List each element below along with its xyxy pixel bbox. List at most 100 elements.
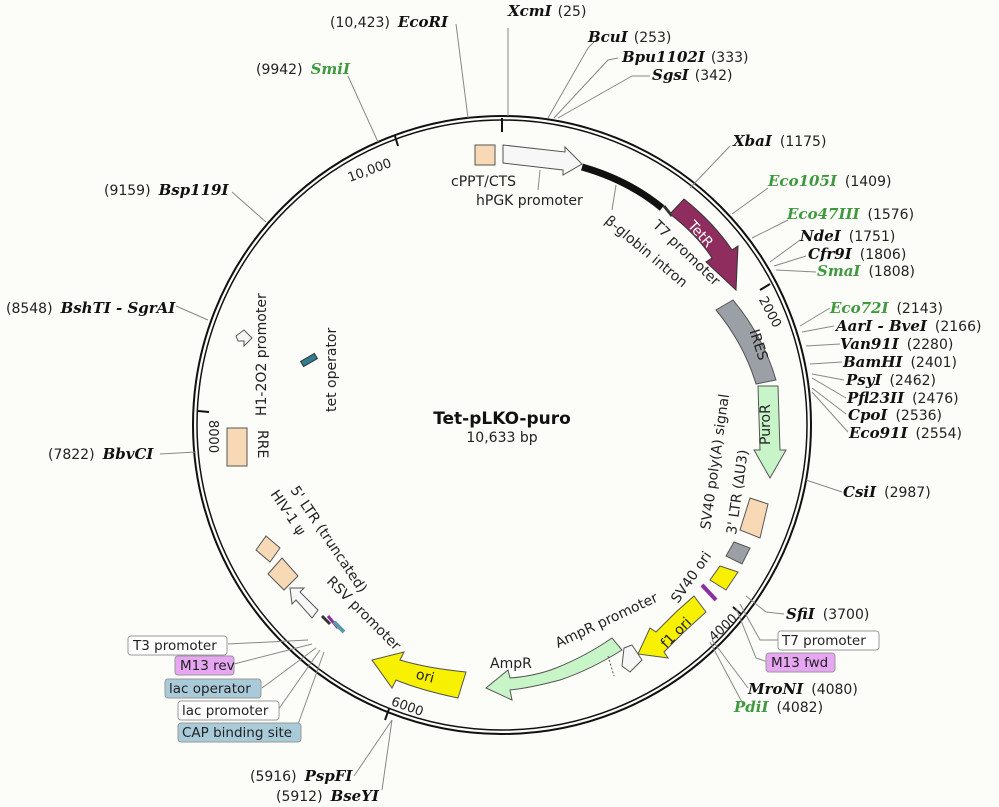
site-eco72i: Eco72I(2143)	[829, 299, 943, 317]
leader-bbvci	[159, 451, 197, 455]
box-m13-fwd	[765, 652, 836, 673]
site-eco47iii: Eco47III(1576)	[786, 205, 914, 223]
tick-10000	[394, 135, 399, 147]
site-bcui: BcuI(253)	[587, 28, 671, 46]
site-eco91i: Eco91I(2554)	[848, 424, 962, 442]
feature-5ltr	[267, 557, 299, 591]
feature-tetr	[669, 198, 739, 292]
leader-smai	[775, 269, 817, 273]
box-lac-operator	[164, 678, 262, 699]
site-mroni: MroNI(4080)	[747, 680, 858, 698]
feature-h1-promoter	[235, 329, 253, 348]
tick-label-10000: 10,000	[346, 156, 394, 186]
box-lac-promoter	[177, 700, 280, 721]
box-t7-promoter-label: T7 promoter	[781, 633, 866, 649]
label-h1-promoter: H1-2O2 promoter	[254, 293, 270, 416]
leader-mroni	[711, 639, 749, 689]
site-xbai: XbaI(1175)	[732, 132, 826, 150]
leader-bshti	[175, 305, 209, 321]
tick-8000	[197, 410, 210, 413]
box-lac-operator-label: lac operator	[169, 681, 251, 697]
leader-hpgk	[537, 169, 541, 191]
feature-hiv1-psi	[255, 535, 281, 563]
leader-beta-globin	[611, 184, 617, 211]
leader-smii	[347, 75, 379, 143]
tick-label-6000: 6000	[389, 695, 425, 720]
feature-3ltr	[739, 497, 769, 539]
site-aari-bvei: AarI - BveI(2166)	[834, 317, 981, 335]
marker-lac-3	[332, 620, 346, 634]
feature-ori	[371, 651, 467, 699]
leader-psyi	[811, 373, 845, 381]
leader-t3	[227, 639, 309, 645]
box-cap-binding-site-label: CAP binding site	[182, 725, 292, 741]
feature-beta-globin-intron	[581, 163, 665, 211]
box-lac-promoter-label: lac promoter	[182, 703, 269, 719]
label-ampr: AmpR	[490, 656, 532, 672]
leader-csii	[805, 479, 843, 493]
site-eco105i: Eco105I(1409)	[767, 172, 891, 190]
leader-bpu1102i	[553, 57, 619, 119]
feature-sv40-ori	[709, 565, 739, 591]
leader-cpoi	[811, 387, 847, 415]
leader-ecori	[455, 23, 469, 119]
leader-ndei	[769, 239, 801, 263]
leader-eco47iii	[751, 219, 789, 239]
site-xcmi: XcmI(25)	[507, 2, 586, 20]
site-bpu1102i: Bpu1102I(333)	[621, 48, 749, 66]
tick-label-8000: 8000	[205, 420, 220, 453]
label-tet-operator: tet operator	[324, 328, 340, 412]
backbone-outer	[192, 115, 812, 735]
feature-rre	[226, 427, 248, 467]
plasmid-title: Tet-pLKO-puro	[433, 409, 571, 429]
site-pspfi: (5916)PspFI	[250, 767, 353, 785]
box-m13-rev-label: M13 rev	[180, 658, 235, 674]
leader-lacop	[261, 647, 317, 689]
plasmid-size: 10,633 bp	[466, 430, 537, 446]
feature-rsv-promoter	[289, 587, 319, 619]
leader-m13fwd	[735, 607, 769, 663]
feature-ori-label: ori	[414, 667, 436, 687]
site-van91i: Van91I(2280)	[840, 335, 953, 353]
marker-purple-right	[700, 583, 718, 602]
feature-ampr	[485, 637, 623, 701]
leader-sfii	[745, 595, 785, 615]
box-t7-promoter	[777, 630, 880, 651]
feature-ires	[715, 299, 777, 385]
leader-bcui	[547, 41, 595, 119]
tick-2000	[759, 283, 771, 291]
leader-sgsi	[557, 75, 650, 119]
leader-eco105i	[731, 187, 769, 215]
leader-eco91i	[811, 391, 849, 433]
site-bamhi: BamHI(2401)	[842, 353, 957, 371]
feature-ampr-promoter	[621, 644, 643, 673]
leader-pspfi	[353, 719, 393, 777]
feature-tet-operator	[299, 352, 319, 368]
leader-cfr9i	[773, 255, 807, 267]
site-bseyi: (5912)BseYI	[276, 787, 380, 805]
site-sgsi: SgsI(342)	[652, 66, 732, 84]
site-bbvci: (7822)BbvCI	[48, 445, 154, 463]
leader-xbai	[689, 145, 731, 189]
box-m13-fwd-label: M13 fwd	[771, 655, 828, 671]
leader-van91i	[805, 343, 841, 347]
box-m13-rev	[174, 655, 235, 676]
feature-f1-ori	[637, 595, 707, 659]
leader-t7-fwd	[739, 603, 780, 641]
box-t3-promoter-label: T3 promoter	[132, 638, 217, 654]
leader-bsp119i	[231, 191, 267, 223]
ampr-dashed	[607, 655, 615, 677]
feature-puror-label: PuroR	[758, 404, 774, 445]
leader-pdii	[709, 641, 745, 707]
box-t3-promoter	[127, 635, 228, 656]
feature-puror	[753, 385, 787, 480]
site-ndei: NdeI(1751)	[799, 227, 895, 245]
leader-eco72i	[799, 307, 831, 327]
leader-bseyi	[381, 719, 393, 791]
feature-sv40-polya	[725, 541, 751, 565]
leader-pfl23ii	[811, 377, 847, 399]
site-csii: CsiI(2987)	[843, 483, 931, 501]
leader-bamhi	[809, 361, 843, 365]
feature-hpgk-promoter	[502, 144, 583, 176]
